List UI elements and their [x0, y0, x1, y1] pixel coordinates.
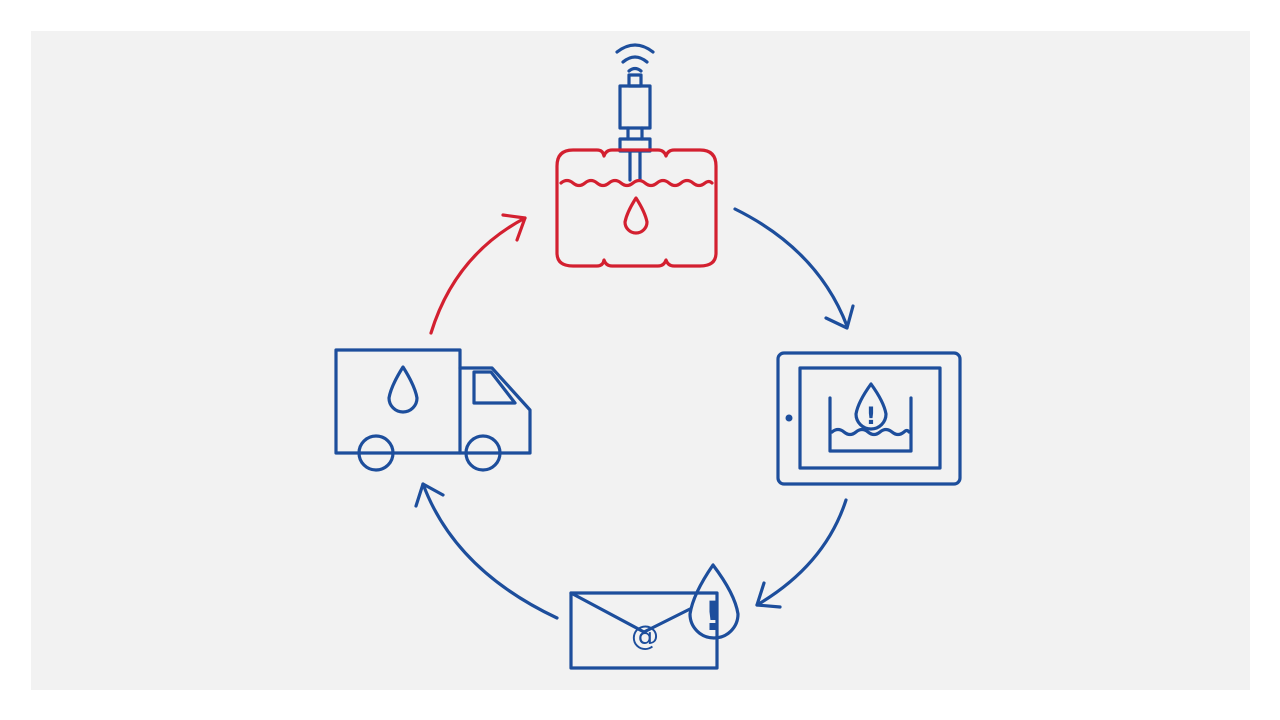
email-at-symbol: @: [631, 619, 659, 652]
arrow-truck-to-tank: [429, 213, 527, 335]
email-alert-mark: !: [704, 594, 722, 640]
arrow-tank-to-tablet: [733, 207, 855, 330]
email-alert-icon: @ !: [569, 563, 740, 670]
tank-level-sensor-icon: [555, 43, 718, 268]
tablet-alert-mark: !: [866, 402, 877, 430]
arrow-email-to-truck: [414, 482, 559, 620]
tablet-low-level-alert-icon: !: [776, 351, 962, 486]
delivery-truck-icon: [334, 348, 532, 472]
diagram-background: [31, 31, 1250, 690]
arrow-tablet-to-email: [755, 498, 848, 609]
